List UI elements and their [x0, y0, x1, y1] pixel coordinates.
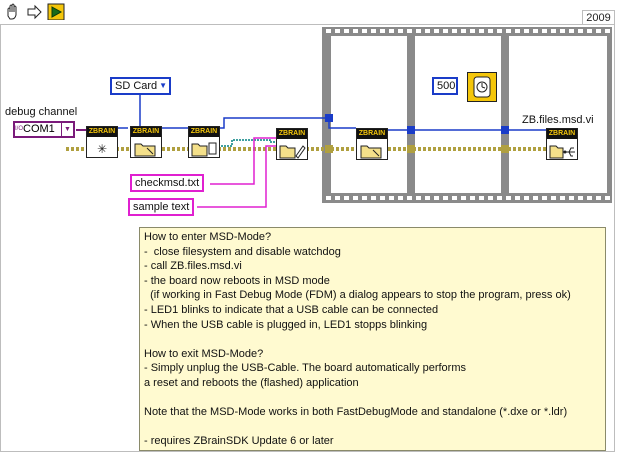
io-type-prefix: I/O	[15, 126, 24, 132]
note-line: - requires ZBrainSDK Update 6 or later	[144, 435, 334, 448]
note-line	[144, 420, 601, 435]
create-file-vi-node[interactable]: ZBRAIN	[188, 126, 220, 158]
tunnels	[325, 114, 509, 153]
sample-text-constant[interactable]: sample text	[128, 198, 195, 216]
note-line	[144, 332, 601, 347]
note-line: - When the USB cable is plugged in, LED1…	[144, 318, 428, 331]
teal-wire	[218, 139, 280, 147]
vi-header: ZBRAIN	[131, 127, 161, 137]
write-icon	[279, 145, 306, 159]
toolbar	[7, 3, 65, 20]
version-tab: 2009	[582, 10, 615, 24]
dropdown-arrow-icon[interactable]: ▼	[61, 123, 73, 136]
init-vi-node[interactable]: ZBRAIN ✳	[86, 126, 118, 158]
folder-icon	[134, 143, 156, 157]
vi-header: ZBRAIN	[357, 129, 387, 139]
note-line: - the board now reboots in MSD mode	[144, 274, 330, 287]
storage-select-value: SD Card	[115, 80, 158, 92]
note-line: - Simply unplug the USB-Cable. The board…	[144, 362, 467, 375]
string-wires	[197, 137, 280, 208]
vi-header: ZBRAIN	[87, 127, 117, 137]
wait-function[interactable]	[467, 72, 497, 102]
debug-channel-value: COM1	[23, 123, 55, 135]
note-line: a reset and reboots the (flashed) applic…	[144, 376, 359, 389]
write-file-vi-node[interactable]: ZBRAIN	[276, 128, 308, 160]
svg-text:✳: ✳	[97, 142, 107, 156]
arrow-right-icon[interactable]	[27, 4, 42, 20]
run-icon[interactable]	[47, 3, 65, 20]
open-fs-vi-node[interactable]: ZBRAIN	[130, 126, 162, 158]
vi-name-label: ZB.files.msd.vi	[522, 114, 594, 126]
note-line: How to exit MSD-Mode?	[144, 347, 264, 360]
chevron-down-icon: ▼	[159, 81, 167, 90]
hand-icon[interactable]	[7, 3, 17, 20]
debug-channel-label: debug channel	[5, 106, 78, 118]
clock-icon	[473, 76, 491, 98]
note-line: (if working in Fast Debug Mode (FDM) a d…	[144, 289, 571, 302]
msd-vi-node[interactable]: ZBRAIN	[546, 128, 578, 160]
storage-select[interactable]: SD Card ▼	[110, 77, 171, 95]
folder-close-icon	[360, 145, 382, 159]
vi-header: ZBRAIN	[547, 129, 577, 139]
close-fs-vi-node[interactable]: ZBRAIN	[356, 128, 388, 160]
flat-sequence-structure[interactable]	[322, 27, 612, 203]
debug-channel-control[interactable]: I/OCOM1 ▼	[13, 121, 75, 138]
note-line: - close filesystem and disable watchdog	[144, 245, 341, 258]
asterisk-icon: ✳	[97, 142, 107, 156]
reference-wires	[116, 82, 548, 131]
note-line: How to enter MSD-Mode?	[144, 231, 272, 243]
filename-constant[interactable]: checkmsd.txt	[130, 174, 205, 192]
instructions-note: How to enter MSD-Mode? - close filesystem…	[139, 227, 606, 451]
note-line: - LED1 blinks to indicate that a USB cab…	[144, 303, 439, 316]
usb-icon	[549, 145, 575, 159]
note-line: - call ZB.files.msd.vi	[144, 260, 242, 273]
note-line: Note that the MSD-Mode works in both Fas…	[144, 406, 568, 419]
wait-ms-constant[interactable]: 500	[432, 77, 458, 95]
note-line	[144, 391, 601, 406]
vi-header: ZBRAIN	[277, 129, 307, 139]
folder-file-icon	[191, 142, 217, 157]
vi-header: ZBRAIN	[189, 127, 219, 137]
